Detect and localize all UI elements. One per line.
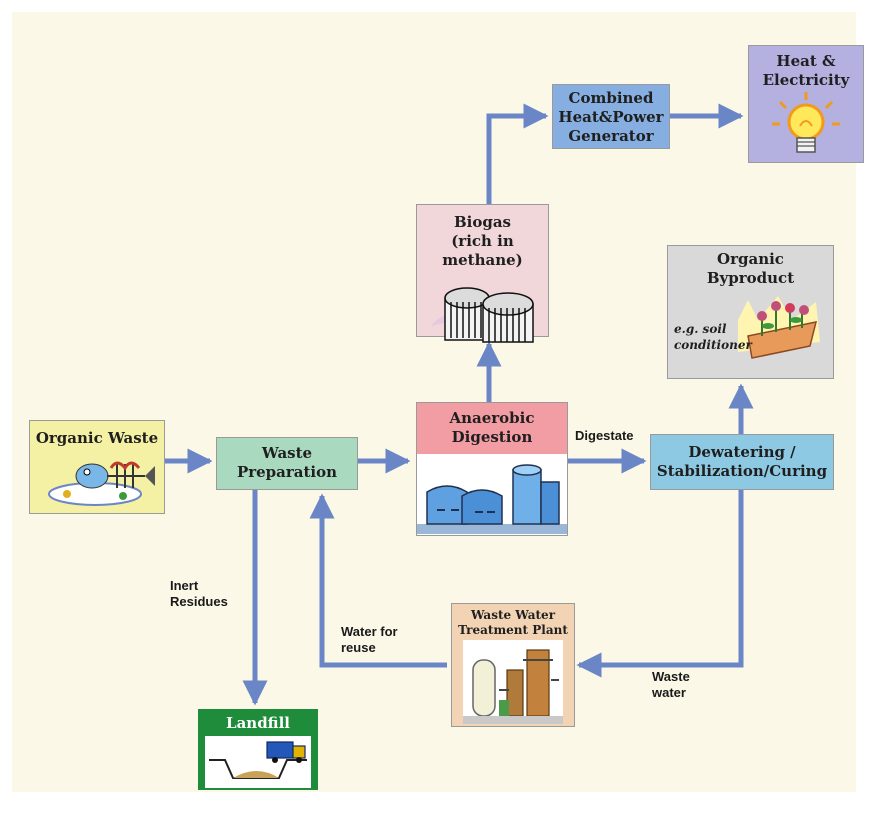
label-inert-line1: Inert: [170, 578, 199, 593]
arrow-dewatering-to-wwtp: [576, 490, 744, 678]
node-organic-byproduct: Organic Byproduct e.g. soil conditioner: [667, 245, 834, 379]
arrow-biogas-to-chp: [486, 103, 549, 204]
dewatering-line1: Dewatering /: [688, 443, 796, 461]
node-anaerobic-digestion: Anaerobic Digestion: [416, 402, 568, 536]
wwtp-line2: Treatment Plant: [458, 623, 568, 637]
chp-line3: Generator: [568, 127, 654, 145]
organic-waste-title: Organic Waste: [35, 429, 159, 447]
node-landfill: Landfill: [198, 709, 318, 790]
heat-electricity-line1: Heat &: [776, 52, 836, 70]
anaerobic-digestion-line2: Digestion: [451, 428, 533, 446]
node-wwtp: Waste Water Treatment Plant: [451, 603, 575, 727]
node-heat-electricity: Heat & Electricity: [748, 45, 864, 163]
chp-line1: Combined: [568, 89, 654, 107]
light-bulb-icon: [772, 92, 840, 153]
label-digestate: Digestate: [575, 428, 634, 443]
node-waste-preparation: Waste Preparation: [216, 437, 358, 490]
chp-line2: Heat&Power: [558, 108, 664, 126]
byproduct-note-line2: conditioner: [674, 338, 752, 352]
waste-preparation-line2: Preparation: [236, 463, 338, 481]
arrow-wwtp-to-prep: [309, 493, 447, 668]
waste-preparation-line1: Waste: [261, 444, 313, 462]
fish-plate-icon: [48, 461, 155, 506]
biogas-line1: Biogas: [453, 213, 512, 231]
byproduct-note-line1: e.g. soil: [674, 322, 727, 336]
organic-byproduct-line2: Byproduct: [706, 269, 795, 287]
anaerobic-digestion-line1: Anaerobic: [449, 409, 535, 427]
label-reuse-line2: reuse: [341, 640, 376, 655]
node-biogas: Biogas (rich in methane): [416, 204, 549, 343]
wwtp-line1: Waste Water: [470, 608, 556, 622]
label-inert-line2: Residues: [170, 594, 228, 609]
biogas-line2: (rich in methane): [442, 232, 523, 269]
heat-electricity-line2: Electricity: [762, 71, 850, 89]
node-dewatering: Dewatering / Stabilization/Curing: [650, 434, 834, 490]
gas-tanks-icon: [430, 287, 534, 343]
label-reuse-line1: Water for: [341, 624, 398, 639]
dewatering-line2: Stabilization/Curing: [656, 462, 828, 480]
anaerobic-digestion-header: Anaerobic Digestion: [417, 403, 567, 454]
treatment-plant-icon: [463, 640, 563, 724]
landfill-title: Landfill: [226, 714, 290, 732]
digester-plant-icon: [417, 464, 567, 534]
landfill-truck-icon: [205, 736, 311, 788]
node-organic-waste: Organic Waste: [29, 420, 165, 514]
label-waste-water-line2: water: [652, 685, 686, 700]
node-chp-generator: Combined Heat&Power Generator: [552, 84, 670, 149]
organic-byproduct-line1: Organic: [717, 250, 784, 268]
label-waste-water-line1: Waste: [652, 669, 690, 684]
flower-planter-icon: [738, 296, 820, 359]
